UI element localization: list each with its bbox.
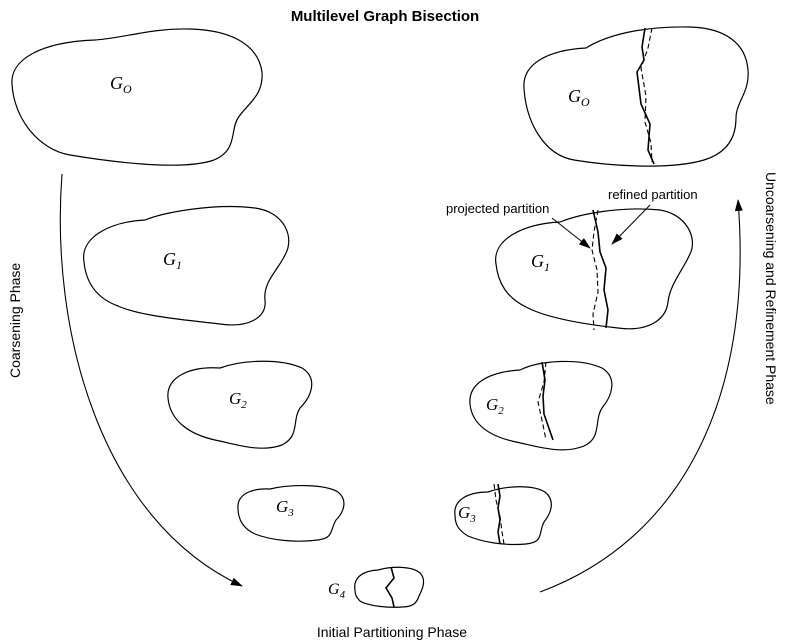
graph-g2-left-label: G2 xyxy=(229,389,247,411)
projected-partition-label: projected partition xyxy=(446,201,549,216)
refined-partition-label: refined partition xyxy=(608,187,698,202)
initial-partitioning-phase-label: Initial Partitioning Phase xyxy=(317,624,467,640)
graph-g2-right-outline xyxy=(469,360,613,451)
graph-g3-right-label: G3 xyxy=(458,503,476,525)
graph-g1-right-label: G1 xyxy=(531,251,550,274)
graph-g4-bisection-cut xyxy=(385,566,395,608)
graph-g0-right-projected-cut xyxy=(640,27,653,163)
uncoarsening-phase-label: Uncoarsening and Refinement Phase xyxy=(763,172,779,405)
projected-partition-arrow xyxy=(551,217,591,249)
coarsening-arrow xyxy=(59,173,243,587)
graph-g2-right-projected-cut xyxy=(537,361,547,441)
graph-g0-right-label: GO xyxy=(568,86,590,109)
graph-g2-right-label: G2 xyxy=(486,395,504,417)
graph-g1-right-outline xyxy=(495,208,694,330)
graph-g0-left-label: GO xyxy=(110,73,132,96)
graph-g3-right-outline xyxy=(454,486,552,546)
uncoarsening-arrow xyxy=(539,199,743,593)
graph-g1-left-label: G1 xyxy=(163,249,182,272)
graph-g0-right-refined-cut xyxy=(636,27,655,165)
graph-g4-label: G4 xyxy=(328,581,346,601)
graph-g1-left-outline xyxy=(83,205,290,326)
graph-g1-right-refined-cut xyxy=(592,209,609,329)
graph-g2-right-refined-cut xyxy=(541,361,554,441)
graph-g2-left-outline xyxy=(167,360,313,449)
graph-g3-right-refined-cut xyxy=(497,483,501,545)
graph-g0-right-outline xyxy=(523,26,749,167)
graph-g1-right-projected-cut xyxy=(591,209,599,331)
graph-g4-outline xyxy=(354,566,425,608)
coarsening-phase-label: Coarsening Phase xyxy=(7,263,23,378)
graph-g3-left-label: G3 xyxy=(276,497,294,519)
refined-partition-arrow xyxy=(611,204,651,245)
graph-g3-left-outline xyxy=(237,484,345,542)
graph-g0-left-outline xyxy=(11,28,263,166)
diagram-title: Multilevel Graph Bisection xyxy=(291,8,479,25)
